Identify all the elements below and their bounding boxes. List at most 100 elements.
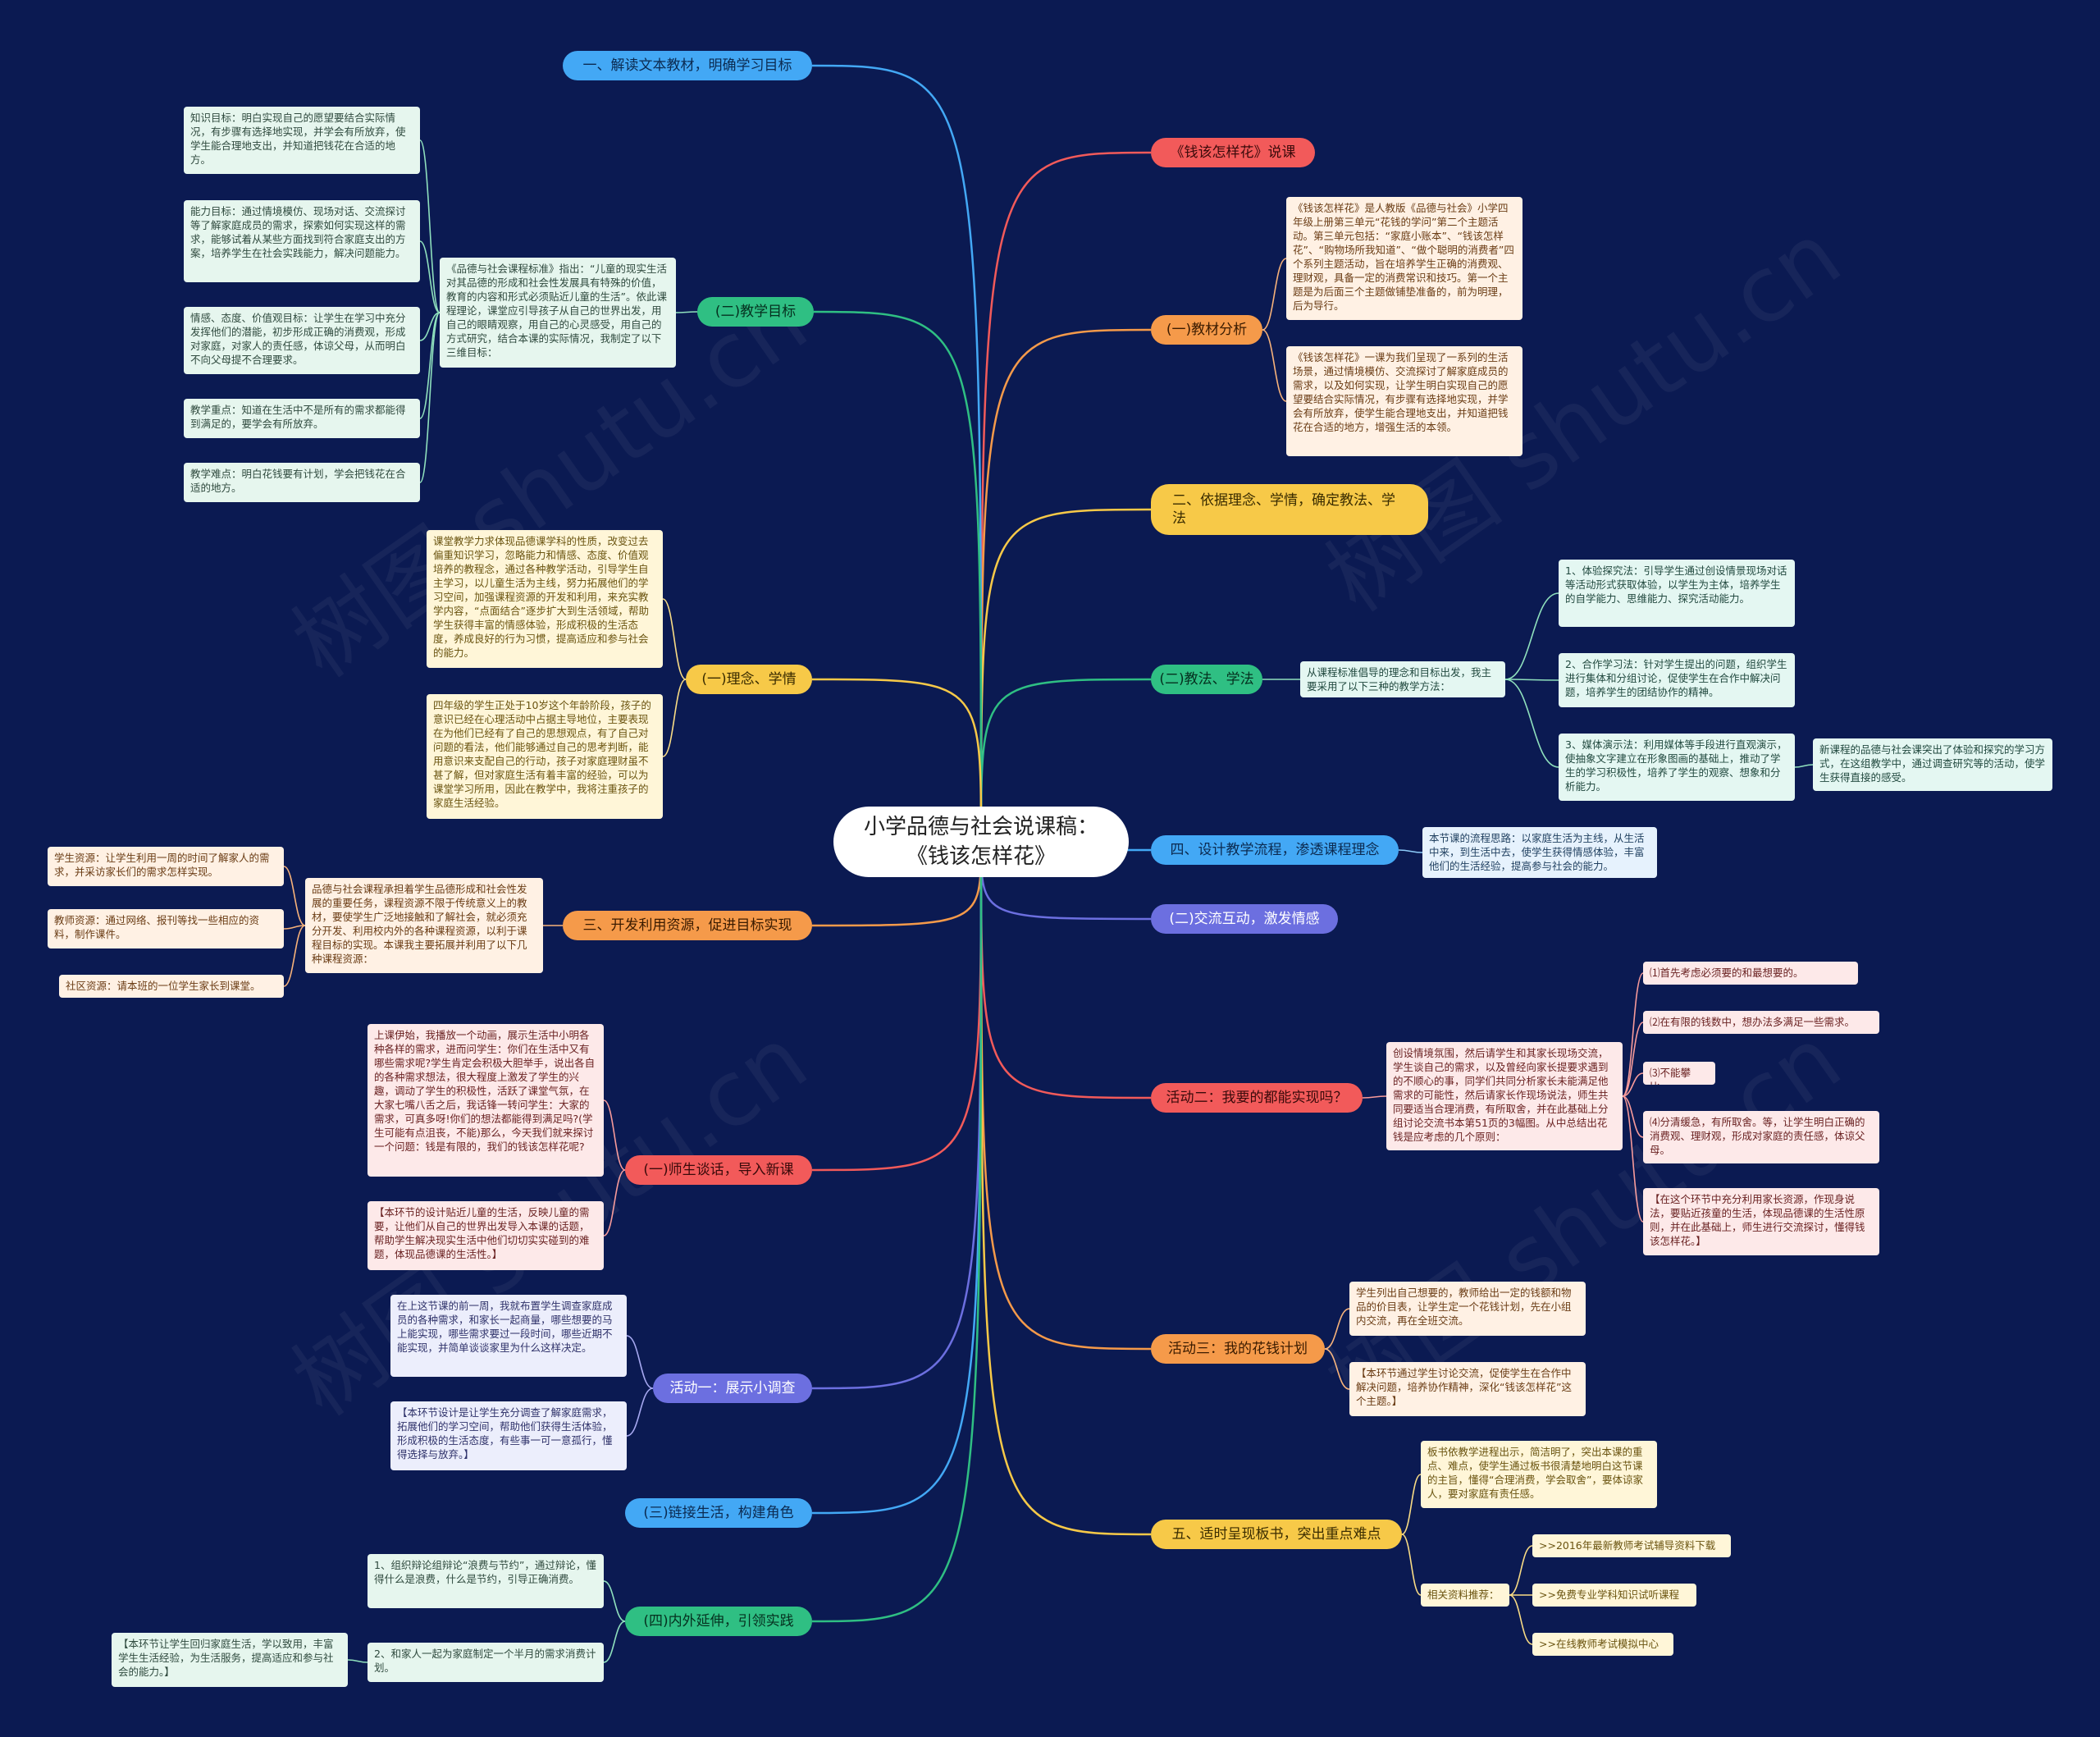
connector-line: [1324, 1308, 1350, 1350]
note-debate: 1、组织辩论组辩论“浪费与节约”，通过辩论，懂得什么是浪费，什么是节约，引导正确…: [368, 1554, 604, 1608]
topic-textbook-analysis[interactable]: (一)教材分析: [1151, 315, 1262, 345]
connector-line: [675, 311, 698, 313]
note-textbook-analysis-2: 《钱该怎样花》一课为我们呈现了一系列的生活场景，通过情境模仿、交流探讨了解家庭成…: [1286, 346, 1522, 456]
note-family-plan: 2、和家人一起为家庭制定一个半月的需求消费计划。: [368, 1643, 604, 1682]
connector-line: [603, 1099, 626, 1171]
topic-extension[interactable]: (四)内外延伸，引领实践: [625, 1607, 812, 1636]
note-activity-one-design: 【本环节设计是让学生充分调查了解家庭需求，拓展他们的学习空间，帮助他们获得生活体…: [390, 1401, 627, 1470]
note-intro-talk-design: 【本环节的设计贴近儿童的生活，反映儿童的需要，让他们从自己的世界出发导入本课的话…: [368, 1201, 604, 1270]
note-principle-1: ⑴首先考虑必须要的和最想要的。: [1643, 962, 1858, 985]
connector-line: [283, 925, 306, 987]
root-connector-line: [979, 841, 1152, 1536]
topic-lesson-title[interactable]: 《钱该怎样花》说课: [1151, 138, 1315, 167]
root-topic[interactable]: 小学品德与社会说课稿：《钱该怎样花》: [833, 807, 1129, 877]
connector-line: [347, 1659, 368, 1663]
note-philosophy: 课堂教学力求体现品德课学科的性质，改变过去偏重知识学习，忽略能力和情感、态度、价…: [427, 530, 663, 668]
topic-activity-two[interactable]: 活动二：我要的都能实现吗？: [1151, 1083, 1363, 1113]
connector-line: [1262, 329, 1287, 402]
topic-activity-three[interactable]: 活动三：我的花钱计划: [1151, 1334, 1325, 1364]
note-method-media: 3、媒体演示法：利用媒体等手段进行直观演示，使抽象文字建立在形象图画的基础上，推…: [1559, 734, 1795, 801]
note-method-cooperation: 2、合作学习法：针对学生提出的问题，组织学生进行集体和分组讨论，促使学生在合作中…: [1559, 653, 1795, 707]
root-connector-line: [979, 151, 1152, 843]
connector-line: [1794, 764, 1814, 768]
note-student-analysis: 四年级的学生正处于10岁这个年龄阶段，孩子的意识已经在心理活动中占据主导地位，主…: [427, 694, 663, 819]
topic-teaching-methods-basis[interactable]: 二、依据理念、学情，确定教法、学法: [1151, 484, 1428, 535]
link-mock-exam[interactable]: >>在线教师考试模拟中心: [1532, 1633, 1673, 1656]
connector-line: [1622, 1095, 1644, 1223]
root-connector-line: [979, 841, 1152, 1351]
connector-line: [662, 679, 687, 757]
connector-line: [603, 1169, 626, 1236]
connector-line: [419, 139, 441, 313]
link-exam-materials[interactable]: >>2016年最新教师考试辅导资料下载: [1532, 1534, 1731, 1557]
connector-line: [419, 312, 441, 341]
note-activity-three-2: 【本环节通过学生讨论交流，促使学生在合作中解决问题，培养协作精神，深化“钱该怎样…: [1349, 1362, 1586, 1416]
note-resources-intro: 品德与社会课程承担着学生品德形成和社会性发展的重要任务，课程资源不限于传统意义上…: [305, 878, 543, 973]
connector-line: [1324, 1348, 1350, 1390]
connector-line: [1622, 1022, 1644, 1097]
note-activity-three-1: 学生列出自己想要的，教师给出一定的钱额和物品的价目表，让学生定一个花钱计划，先在…: [1349, 1282, 1586, 1336]
connector-line: [1622, 1095, 1644, 1138]
topic-interaction[interactable]: (二)交流互动，激发情感: [1151, 904, 1338, 934]
note-method-experience: 1、体验探究法：引导学生通过创设情景现场对话等活动形式获取体验，以学生为主体，培…: [1559, 560, 1795, 627]
note-student-resource: 学生资源：让学生利用一周的时间了解家人的需求，并采访家长们的需求怎样实现。: [48, 847, 284, 886]
root-connector-line: [979, 508, 1152, 843]
note-principle-2: ⑵在有限的钱数中，想办法多满足一些需求。: [1643, 1011, 1879, 1034]
topic-link-life[interactable]: (三)链接生活，构建角色: [625, 1498, 812, 1528]
note-emotion-goal: 情感、态度、价值观目标：让学生在学习中充分发挥他们的潜能，初步形成正确的消费观，…: [184, 307, 420, 374]
connector-line: [603, 1620, 626, 1663]
connector-line: [1509, 1594, 1533, 1645]
root-connector-line: [811, 841, 983, 1390]
label-related-resources: 相关资料推荐：: [1421, 1584, 1509, 1607]
connector-line: [603, 1580, 626, 1622]
note-community-resource: 社区资源：请本班的一位学生家长到课堂。: [59, 975, 284, 998]
root-connector-line: [813, 310, 983, 843]
note-principle-3: ⑶不能攀比。: [1643, 1062, 1715, 1085]
topic-intro-talk[interactable]: (一)师生谈话，导入新课: [625, 1155, 812, 1185]
root-connector-line: [811, 64, 983, 843]
connector-line: [662, 598, 687, 680]
note-principle-4: ⑷分清缓急，有所取舍。等，让学生明白正确的消费观、理财观，形成对家庭的责任感，体…: [1643, 1111, 1879, 1163]
root-connector-line: [811, 841, 983, 1623]
connector-line: [419, 312, 441, 419]
note-knowledge-goal: 知识目标：明白实现自己的愿望要结合实际情况，有步骤有选择地实现，并学会有所放弃，…: [184, 107, 420, 174]
note-principle-5: 【在这个环节中充分利用家长资源，作现身说法，要贴近孩童的生活，体现品德课的生活性…: [1643, 1188, 1879, 1255]
note-teaching-flow: 本节课的流程思路：以家庭生活为主线，从生活中来，到生活中去，使学生获得情感体验，…: [1422, 827, 1657, 878]
topic-interpret-text[interactable]: 一、解读文本教材，明确学习目标: [563, 51, 812, 80]
note-teacher-resource: 教师资源：通过网络、报刊等找一些相应的资料，制作课件。: [48, 909, 284, 948]
connector-line: [1504, 679, 1559, 681]
topic-teaching-methods[interactable]: (二)教法、学法: [1151, 665, 1262, 694]
connector-line: [626, 1335, 654, 1389]
connector-line: [1401, 1474, 1422, 1535]
root-connector-line: [811, 841, 983, 1172]
note-activity-one: 在上这节课的前一周，我就布置学生调查家庭成员的各种需求，和家长一起商量，哪些想要…: [390, 1295, 627, 1377]
note-key-point: 教学重点：知道在生活中不是所有的需求都能得到满足的，要学会有所放弃。: [184, 399, 420, 438]
note-method-media-detail: 新课程的品德与社会课突出了体验和探究的学习方式，在这组教学中，通过调查研究等的活…: [1813, 738, 2052, 791]
note-goals-intro: 《品德与社会课程标准》指出：“儿童的现实生活对其品德的形成和社会性发展具有特殊的…: [440, 258, 676, 368]
topic-blackboard[interactable]: 五、适时呈现板书，突出重点难点: [1151, 1520, 1402, 1549]
connector-line: [419, 240, 441, 313]
root-connector-line: [811, 841, 983, 1515]
connector-line: [626, 1387, 654, 1437]
topic-resources[interactable]: 三、开发利用资源，促进目标实现: [563, 911, 812, 940]
connector-line: [283, 925, 306, 930]
topic-teaching-flow[interactable]: 四、设计教学流程，渗透课程理念: [1151, 835, 1399, 865]
note-methods-intro: 从课程标准倡导的理念和目标出发，我主要采用了以下三种的教学方法：: [1300, 661, 1505, 697]
link-free-courses[interactable]: >>免费专业学科知识试听课程: [1532, 1584, 1696, 1607]
note-blackboard: 板书依教学进程出示，简洁明了，突出本课的重点、难点，使学生通过板书很清楚地明白这…: [1421, 1441, 1657, 1508]
connector-line: [1622, 972, 1644, 1097]
connector-line: [419, 312, 441, 483]
connector-line: [1262, 258, 1287, 331]
note-activity-two: 创设情境氛围，然后请学生和其家长现场交流，学生谈自己的需求，以及曾经向家长提要求…: [1386, 1042, 1623, 1150]
root-connector-line: [979, 841, 1152, 1099]
topic-activity-one[interactable]: 活动一：展示小调查: [653, 1374, 812, 1403]
connector-line: [1509, 1545, 1533, 1596]
note-extension-design: 【本环节让学生回归家庭生活，学以致用，丰富学生生活经验，为生活服务，提高适应和参…: [112, 1633, 348, 1687]
topic-teaching-goals[interactable]: (二)教学目标: [697, 297, 814, 327]
connector-line: [1504, 592, 1559, 680]
connector-line: [283, 866, 306, 926]
connector-line: [1362, 1095, 1387, 1099]
connector-line: [1398, 849, 1423, 853]
topic-philosophy-students[interactable]: (一)理念、学情: [686, 665, 812, 694]
